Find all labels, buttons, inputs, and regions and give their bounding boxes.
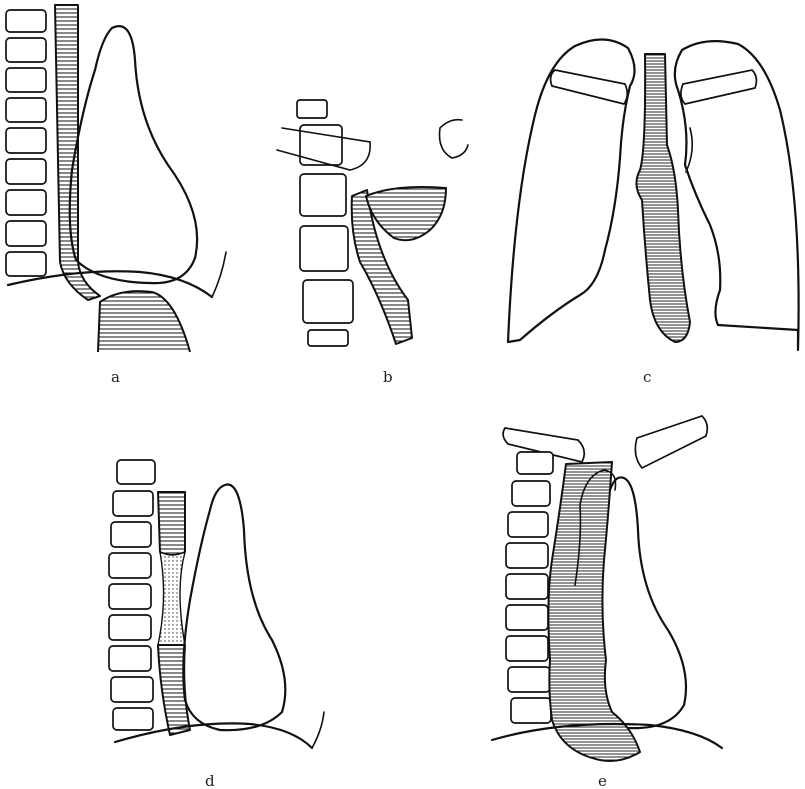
panel-d-label: d	[205, 772, 215, 789]
panel-c-right-clavicle	[551, 70, 628, 104]
panel-e-left-clavicle	[635, 416, 707, 468]
panel-c-left-clavicle	[681, 70, 757, 104]
panel-a-esophagus	[55, 5, 100, 300]
panel-b-barium-pouch	[366, 187, 446, 240]
panel-b-label: b	[383, 368, 393, 386]
panel-b-sternum	[440, 120, 469, 158]
panel-d: d	[109, 460, 324, 789]
panel-d-stenosis	[158, 552, 185, 645]
panel-a-heart	[70, 26, 197, 283]
panel-a: a	[6, 5, 226, 386]
panel-d-diaphragm-edge	[312, 712, 324, 748]
panel-e-spine	[506, 452, 553, 723]
panel-e-dilated-esophagus	[548, 462, 640, 761]
panel-a-diaphragm-edge	[212, 252, 226, 297]
panel-c: c	[508, 39, 799, 386]
panel-e-label: e	[598, 772, 607, 789]
panel-d-esophagus-lower	[158, 645, 190, 735]
panel-a-label: a	[111, 368, 120, 386]
panel-d-heart	[183, 485, 285, 731]
panel-d-spine	[109, 460, 155, 730]
panel-e: e	[492, 416, 722, 789]
panel-b: b	[277, 100, 468, 386]
panel-a-spine	[6, 10, 46, 276]
panel-d-esophagus-upper	[158, 492, 185, 555]
panel-c-label: c	[643, 368, 651, 386]
panel-a-stomach	[98, 291, 190, 352]
panel-b-spine	[297, 100, 353, 346]
